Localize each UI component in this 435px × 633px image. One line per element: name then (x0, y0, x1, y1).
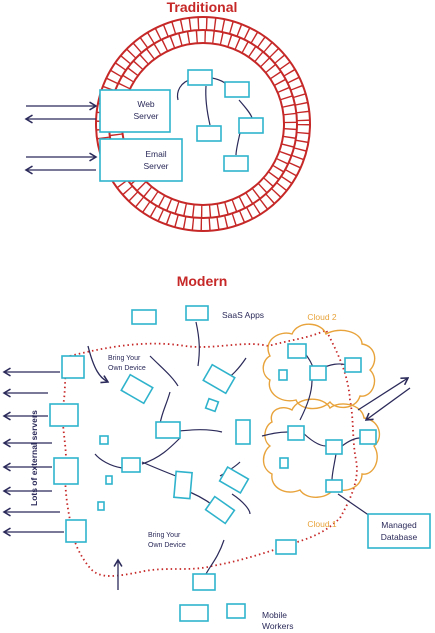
cloud-node (287, 343, 307, 359)
server-node (99, 435, 109, 445)
email-server-label-line1: Email (145, 149, 166, 159)
cloud-node (325, 479, 343, 493)
server-node (155, 421, 181, 439)
email-server-node (99, 138, 183, 182)
internal-server-node (223, 155, 249, 172)
byod-bottom-label-line2: Own Device (148, 542, 186, 549)
managed-database-node (367, 513, 431, 549)
cloud-node (278, 369, 288, 381)
web-server-label-line2: Server (133, 111, 158, 121)
email-server-label-line2: Server (143, 161, 168, 171)
server-node (173, 470, 193, 500)
saas-apps-label: SaaS Apps (222, 310, 264, 320)
traditional-title: Traditional (167, 0, 238, 15)
cloud-2 (262, 323, 376, 410)
modern-server-nodes (97, 305, 377, 622)
server-node (218, 465, 250, 495)
server-node (131, 309, 157, 325)
cloud-node (287, 425, 305, 441)
cloud-1 (262, 398, 381, 498)
external-servers-label: Lots of external servers (29, 410, 39, 506)
external-traffic-arrows (4, 372, 64, 532)
external-server-node (61, 355, 85, 379)
server-node (202, 363, 236, 395)
cloud-node (279, 457, 289, 469)
server-node (105, 475, 113, 485)
external-server-nodes (49, 355, 87, 543)
server-node (121, 457, 141, 473)
internal-server-node (196, 125, 222, 142)
web-server-node (99, 89, 171, 133)
cloud-node (344, 357, 362, 373)
server-node (97, 501, 105, 511)
server-node (275, 539, 297, 555)
byod-bottom-label-line1: Bring Your (148, 532, 181, 539)
external-server-node (65, 519, 87, 543)
server-node (192, 573, 216, 591)
device-arrows (87, 345, 411, 590)
server-node (185, 305, 209, 321)
mobile-workers-label-line2: Workers (262, 621, 294, 631)
byod-top-label-line2: Own Device (108, 365, 146, 372)
cloud-node (359, 429, 377, 445)
external-server-node (49, 403, 79, 427)
internal-server-node (238, 117, 264, 134)
modern-title: Modern (177, 273, 228, 289)
server-node (204, 397, 220, 413)
server-node (120, 373, 154, 405)
cloud-1-label: Cloud 1 (307, 519, 337, 529)
web-server-label-line1: Web (137, 99, 155, 109)
server-node (204, 495, 236, 525)
byod-top-label-line1: Bring Your (108, 355, 141, 362)
traditional-traffic-arrows (26, 106, 96, 170)
managed-db-label-line2: Database (381, 532, 418, 542)
cloud-node (309, 365, 327, 381)
cloud-2-label: Cloud 2 (307, 312, 337, 322)
internal-server-node (187, 69, 213, 86)
server-node (235, 419, 251, 445)
mobile-workers-label-line1: Mobile (262, 610, 287, 620)
cloud-node (325, 439, 343, 455)
managed-db-label-line1: Managed (381, 520, 417, 530)
server-node (179, 604, 209, 622)
external-server-node (53, 457, 79, 485)
internal-server-node (224, 81, 250, 98)
server-node (226, 603, 246, 619)
